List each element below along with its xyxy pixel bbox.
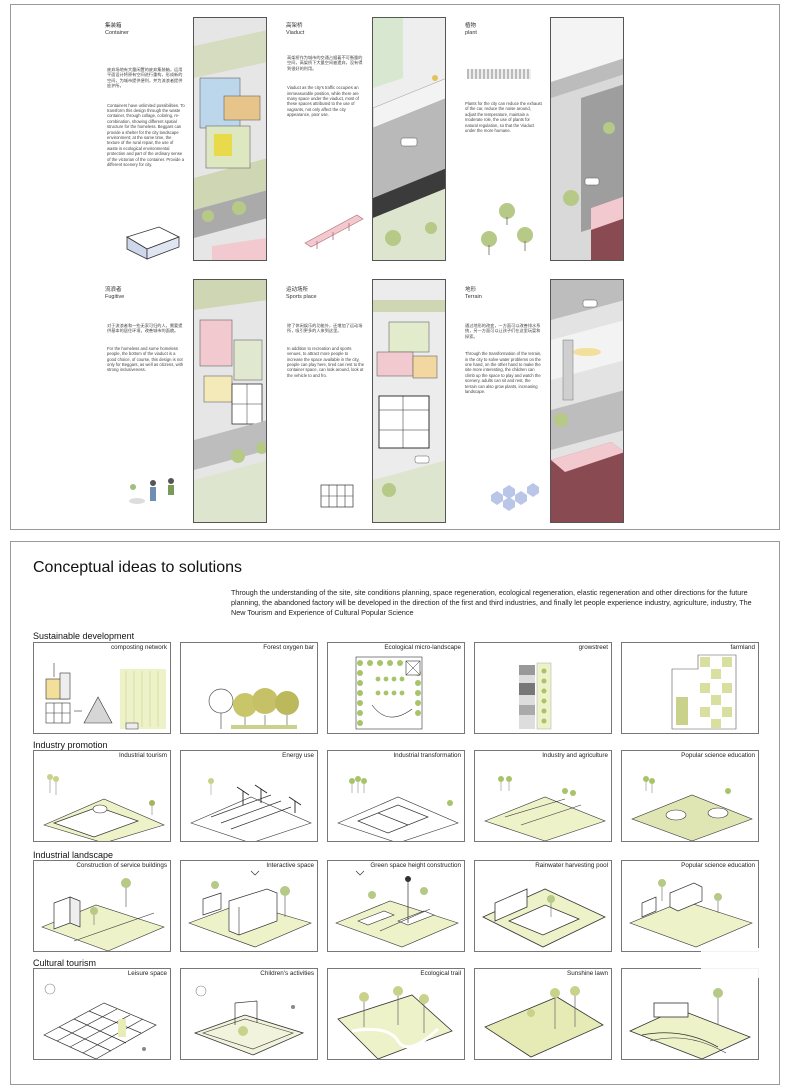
panel-label: Interactive space — [266, 862, 314, 869]
panel-childrens-activities: Children's activities — [180, 968, 318, 1060]
panel-interactive-space: Interactive space — [180, 860, 318, 952]
terrain-strip — [550, 279, 624, 523]
panel-label: Children's activities — [260, 970, 314, 977]
panel-label: Energy use — [282, 752, 314, 759]
container-icon — [126, 226, 180, 260]
panel-ecological-trail: Ecological trail — [327, 968, 465, 1060]
panel-label: Sunshine lawn — [567, 970, 608, 977]
sports-strip — [372, 279, 446, 523]
panel-leisure-space: Leisure space — [33, 968, 171, 1060]
sports-icon — [320, 484, 354, 508]
viaduct-icon — [304, 214, 364, 249]
panel-green-space-height-construction: Green space height construction — [327, 860, 465, 952]
sports-title: 运动场所 Sports place — [286, 287, 317, 300]
panel-label: Ecological micro-landscape — [384, 644, 461, 651]
panel-ecological-micro-landscape: Ecological micro-landscape — [327, 642, 465, 734]
plant-icon — [481, 203, 533, 255]
panel-label: Green space height construction — [370, 862, 461, 869]
viaduct-text: 高架桥作为城市的交通占据着不可衡量的空间，高架桥下大量空间被遗弃，没有得到很好的… — [287, 55, 363, 118]
terrain-icon — [491, 483, 539, 511]
plant-strip — [550, 17, 624, 261]
panel-label: Industrial transformation — [393, 752, 461, 759]
plant-text: Plants for the city can reduce the exhau… — [465, 101, 542, 134]
intro-paragraph: Through the understanding of the site, s… — [231, 588, 752, 617]
panel-popular-science-education-1: Popular science education — [621, 750, 759, 842]
panel-sunshine-lawn: Sunshine lawn — [474, 968, 612, 1060]
section-title-cultural-tourism: Cultural tourism — [33, 958, 97, 968]
panel-farmland: farmland — [621, 642, 759, 734]
panel-label: Popular science education — [681, 752, 755, 759]
terrain-text: 通过地形的改变，一方面可以改善排水系统，另一方面可以让孩子们在这里玩耍和探索。 … — [465, 323, 542, 395]
panel-industry-and-agriculture: Industry and agriculture — [474, 750, 612, 842]
fugitive-icon — [129, 478, 174, 504]
panel-composting-network: composting network — [33, 642, 171, 734]
panel-label: Construction of service buildings — [76, 862, 167, 869]
panel-label: Popular science education — [681, 862, 755, 869]
plant-title: 植物 plant — [465, 23, 477, 36]
top-board: 集装箱 Container 废弃场地有大量闲置的废弃集装箱，运用平面设计将原有空… — [10, 4, 780, 530]
terrain-title: 地形 Terrain — [465, 287, 482, 300]
panel-forest-oxygen-bar: Forest oxygen bar — [180, 642, 318, 734]
section-title-sustainable: Sustainable development — [33, 631, 135, 641]
panel-industrial-tourism: Industrial tourism — [33, 750, 171, 842]
section-title-industrial-landscape: Industrial landscape — [33, 850, 114, 860]
panel-construction-of-service-buildings: Construction of service buildings — [33, 860, 171, 952]
viaduct-title: 高架桥 Viaduct — [286, 23, 305, 36]
panel-unlabeled — [621, 968, 759, 1060]
panel-label: Industry and agriculture — [542, 752, 608, 759]
panel-industrial-transformation: Industrial transformation — [327, 750, 465, 842]
fugitive-strip — [193, 279, 267, 523]
fugitive-text: 对于流浪者和一些无家可归的人，需要提供基本的居住环境，改善城市的面貌。 For … — [107, 323, 184, 373]
container-strip — [193, 17, 267, 261]
panel-label: composting network — [111, 644, 167, 651]
section-title-industry-promotion: Industry promotion — [33, 740, 108, 750]
fugitive-title: 流浪者 Fugitive — [105, 287, 125, 300]
panel-energy-use: Energy use — [180, 750, 318, 842]
page-title: Conceptual ideas to solutions — [33, 559, 243, 576]
panel-rainwater-harvesting-pool: Rainwater harvesting pool — [474, 860, 612, 952]
panel-label: Rainwater harvesting pool — [535, 862, 608, 869]
panel-growstreet: growstreet — [474, 642, 612, 734]
bottom-board: Conceptual ideas to solutions Through th… — [10, 541, 780, 1085]
washout-overlay — [701, 948, 771, 978]
container-title: 集装箱 Container — [105, 23, 129, 36]
panel-label: Industrial tourism — [119, 752, 167, 759]
panel-label: Forest oxygen bar — [263, 644, 314, 651]
viaduct-strip — [372, 17, 446, 261]
plant-redacted-text — [467, 69, 531, 79]
panel-label: farmland — [730, 644, 756, 651]
panel-popular-science-education-2: Popular science education — [621, 860, 759, 952]
container-text: 废弃场地有大量闲置的废弃集装箱，运用平面设计将原有空间进行重构，形成新的空间，为… — [107, 67, 185, 168]
sports-text: 除了休闲娱乐的功能外，还增加了运动场所，吸引更多的人来到这里。 In addit… — [287, 323, 365, 378]
panel-label: growstreet — [578, 644, 608, 651]
panel-label: Leisure space — [127, 970, 167, 977]
panel-label: Ecological trail — [420, 970, 461, 977]
